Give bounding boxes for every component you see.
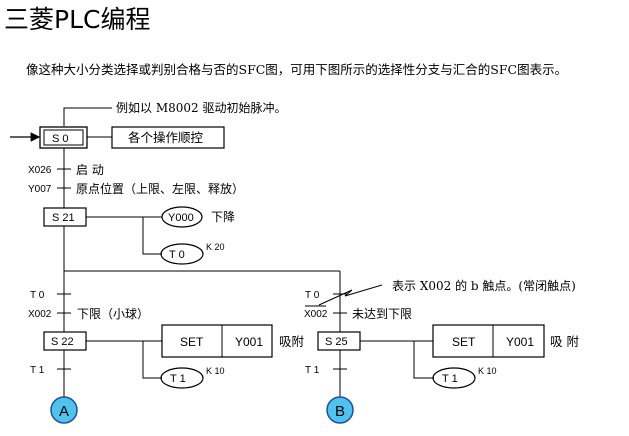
coil-y000 [161,206,203,228]
timer-left-t1-label: T 1 [170,373,186,385]
note-pointer-line [63,107,112,126]
set-cmd-right: SET [452,335,476,349]
intro-text: 像这种大小分类选择或判别合格与否的SFC图，可用下图所示的选择性分支与汇合的SF… [26,62,568,77]
page-title: 三菱PLC编程 [4,5,151,34]
input-y007: Y007 [28,184,52,195]
timer-t0 [160,243,204,265]
input-left-t0: T 0 [30,290,45,301]
set-out-left: Y001 [235,335,263,349]
timer-right-t1-k: K 10 [478,366,497,376]
s22-to-t1 [142,341,162,379]
timer-t0-label: T 0 [169,249,185,261]
timer-t0-k: K 20 [206,242,225,252]
input-left-x002: X002 [28,309,52,320]
step-s21-label: S 21 [52,212,75,224]
set-out-right: Y001 [506,335,534,349]
set-box-right [432,324,545,358]
timer-left-t1-k: K 10 [206,366,225,376]
coil-y000-desc: 下降 [211,210,235,224]
input-left-t1: T 1 [30,365,45,376]
set-label-left: 吸附 [279,334,305,349]
initial-action-label: 各个操作顺控 [128,130,204,145]
input-right-t0: T 0 [305,290,320,301]
connector-a-text: A [59,403,69,420]
connector-b-text: B [335,403,345,420]
step-s22-label: S 22 [51,336,74,348]
b-contact-note: 表示 X002 的 b 触点。(常闭触点) [392,278,576,293]
timer-right-t1 [432,367,476,389]
step-s25-label: S 25 [325,336,348,348]
set-label-right: 吸 附 [550,334,579,349]
input-x026: X026 [28,165,52,176]
s21-to-t0 [142,217,162,255]
initial-step-inner [43,129,84,146]
b-contact-pointer [318,284,383,306]
input-right-x002: X002 [304,309,328,320]
set-box-left [161,324,273,358]
set-cmd-left: SET [180,335,204,349]
timer-left-t1 [160,367,204,389]
label-right-x002: 未达到下限 [352,307,412,321]
label-start: 启 动 [76,163,104,177]
initial-note: 例如以 M8002 驱动初始脉冲。 [116,100,286,115]
connector-a [50,396,78,424]
s25-to-t1 [413,341,434,379]
label-origin: 原点位置（上限、左限、释放） [76,181,244,196]
input-right-t1: T 1 [305,365,320,376]
initial-step-label: S 0 [52,133,69,145]
connector-b [326,396,354,424]
timer-right-t1-label: T 1 [442,373,458,385]
initial-action-box [111,126,225,149]
coil-y000-label: Y000 [168,212,194,224]
label-left-x002: 下限（小球） [77,307,149,321]
